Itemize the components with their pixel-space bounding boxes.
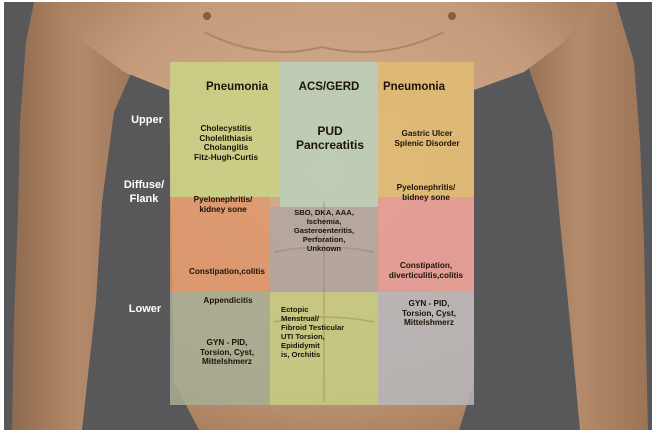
upper-center-conditions: PUD Pancreatitis [282, 124, 378, 152]
upper-right-conditions: Gastric Ulcer Splenic Disorder [384, 129, 470, 148]
row-label-diffuse-flank: Diffuse/ Flank [116, 178, 172, 206]
flank-right-conditions: Pyelonephritis/ bidney sone [382, 183, 470, 202]
mid-left-low-conditions: Constipation,colitis [178, 267, 276, 277]
lower-right-conditions: GYN - PID, Torsion, Cyst, Mittelshmerz [386, 299, 472, 328]
upper-center-top-text: ACS/GERD [280, 81, 378, 95]
lower-left-top-text: Appendicitis [182, 296, 274, 306]
mid-right-low-conditions: Constipation, diverticulitis,colitis [378, 261, 474, 280]
center-mid-conditions: SBO, DKA, AAA, Ischemia, Gasteroenteriti… [274, 209, 374, 254]
left-nipple [203, 12, 211, 20]
lower-left-conditions: GYN - PID, Torsion, Cyst, Mittelshmerz [182, 338, 272, 367]
flank-left-conditions: Pyelonephritis/ kidney sone [180, 195, 266, 214]
diagram-frame: Upper Diffuse/ Flank Lower Pneumonia ACS… [4, 2, 652, 430]
row-label-upper: Upper [122, 113, 172, 127]
upper-right-top-text: Pneumonia [366, 81, 462, 95]
right-nipple [448, 12, 456, 20]
upper-left-conditions: Cholecystitis Cholelithiasis Cholangitis… [176, 124, 276, 163]
upper-left-top-text: Pneumonia [192, 81, 282, 95]
lower-center-conditions: Ectopic Menstrual/ Fibroid Testicular UT… [281, 306, 377, 360]
row-label-lower: Lower [120, 302, 170, 316]
